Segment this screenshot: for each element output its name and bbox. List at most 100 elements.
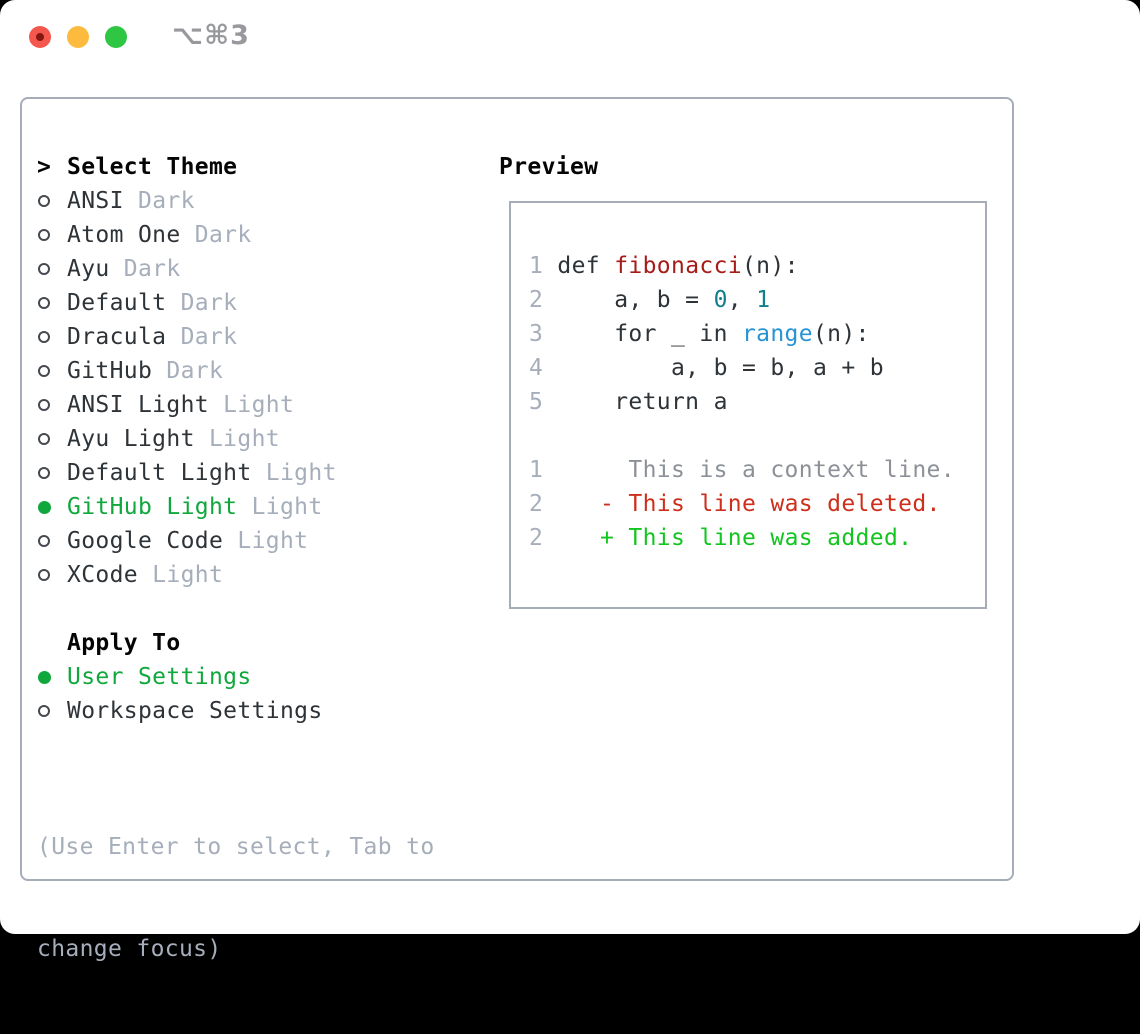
code-segment-linenum: 2 (529, 491, 543, 517)
code-segment-linenum: 1 (529, 457, 543, 483)
theme-option-label: Ayu (67, 256, 110, 282)
minimize-button[interactable] (67, 26, 89, 48)
preview-title: Preview (499, 150, 987, 184)
theme-option-label: GitHub (67, 358, 152, 384)
code-segment-context: This is a context line. (543, 457, 955, 483)
titlebar: ⌥⌘3 (0, 0, 1140, 74)
close-button[interactable] (29, 26, 51, 48)
radio-selected-icon (38, 671, 51, 684)
radio-unselected-icon (38, 433, 50, 445)
radio-unselected-icon (38, 297, 50, 309)
code-segment-linenum: 2 (529, 525, 543, 551)
code-line-6 (529, 419, 985, 453)
code-line-9: 2 + This line was added. (529, 521, 985, 555)
code-segment-linenum: 5 (529, 389, 543, 415)
radio-gutter (37, 501, 67, 514)
theme-variant-tag: Dark (124, 188, 195, 214)
theme-variant-tag: Dark (166, 324, 237, 350)
code-line-7: 1 This is a context line. (529, 453, 985, 487)
apply-to-header: Apply To (37, 626, 487, 660)
radio-unselected-icon (38, 263, 50, 275)
theme-variant-tag: Light (252, 460, 337, 486)
radio-gutter (37, 263, 67, 275)
code-segment-code (543, 525, 600, 551)
radio-unselected-icon (38, 365, 50, 377)
apply-to-title: Apply To (67, 630, 181, 656)
code-segment-code: (n): (813, 321, 870, 347)
radio-unselected-icon (38, 467, 50, 479)
hint-line-2: change focus) (37, 932, 487, 966)
code-segment-builtin: range (742, 321, 813, 347)
radio-unselected-icon (38, 195, 50, 207)
radio-gutter (37, 195, 67, 207)
theme-option-label: Default (67, 290, 166, 316)
theme-option-label: Ayu Light (67, 426, 195, 452)
code-segment-code: a, b = b, a + b (543, 355, 884, 381)
theme-option-default[interactable]: Default Dark (37, 286, 487, 320)
radio-unselected-icon (38, 569, 50, 581)
code-segment-code: for _ in (543, 321, 742, 347)
theme-variant-tag: Dark (110, 256, 181, 282)
radio-gutter (37, 535, 67, 547)
code-segment-function: fibonacci (614, 253, 742, 279)
theme-option-default-light[interactable]: Default Light Light (37, 456, 487, 490)
apply-option-label: Workspace Settings (67, 698, 323, 724)
code-line-1: 1 def fibonacci(n): (529, 249, 985, 283)
theme-option-label: XCode (67, 562, 138, 588)
code-segment-deleted: - This line was deleted. (600, 491, 941, 517)
radio-gutter (37, 433, 67, 445)
theme-variant-tag: Light (195, 426, 280, 452)
code-line-5: 5 return a (529, 385, 985, 419)
theme-variant-tag: Dark (166, 290, 237, 316)
theme-option-label: Default Light (67, 460, 252, 486)
theme-option-label: Atom One (67, 222, 181, 248)
radio-unselected-icon (38, 331, 50, 343)
theme-option-dracula[interactable]: Dracula Dark (37, 320, 487, 354)
code-segment-code: return a (543, 389, 728, 415)
radio-gutter (37, 705, 67, 717)
theme-variant-tag: Dark (152, 358, 223, 384)
radio-gutter (37, 365, 67, 377)
apply-option-user-settings[interactable]: User Settings (37, 660, 487, 694)
window-title-shortcut: ⌥⌘3 (172, 20, 250, 51)
code-segment-number: 1 (756, 287, 770, 313)
preview-column: Preview 1 def fibonacci(n):2 a, b = 0, 1… (499, 150, 987, 609)
theme-option-xcode[interactable]: XCode Light (37, 558, 487, 592)
theme-variant-tag: Dark (181, 222, 252, 248)
theme-option-label: ANSI Light (67, 392, 209, 418)
theme-option-github-light[interactable]: GitHub Light Light (37, 490, 487, 524)
radio-gutter (37, 399, 67, 411)
radio-gutter (37, 331, 67, 343)
code-segment-number: 0 (714, 287, 728, 313)
code-segment-linenum: 4 (529, 355, 543, 381)
zoom-button[interactable] (105, 26, 127, 48)
theme-option-label: Google Code (67, 528, 223, 554)
theme-option-ayu[interactable]: Ayu Dark (37, 252, 487, 286)
theme-option-ansi[interactable]: ANSI Dark (37, 184, 487, 218)
theme-option-atom-one[interactable]: Atom One Dark (37, 218, 487, 252)
theme-option-ansi-light[interactable]: ANSI Light Light (37, 388, 487, 422)
hint-line-1: (Use Enter to select, Tab to (37, 830, 487, 864)
select-theme-title: Select Theme (67, 154, 237, 180)
close-dot-icon (36, 33, 44, 41)
theme-option-label: ANSI (67, 188, 124, 214)
code-segment-linenum: 3 (529, 321, 543, 347)
theme-option-github[interactable]: GitHub Dark (37, 354, 487, 388)
code-line-8: 2 - This line was deleted. (529, 487, 985, 521)
keyboard-hint: (Use Enter to select, Tab to change focu… (37, 762, 487, 1034)
code-segment-linenum: 1 (529, 253, 543, 279)
theme-option-ayu-light[interactable]: Ayu Light Light (37, 422, 487, 456)
theme-option-label: Dracula (67, 324, 166, 350)
apply-option-label: User Settings (67, 664, 252, 690)
prompt-caret-icon: > (37, 154, 51, 180)
radio-gutter (37, 229, 67, 241)
theme-variant-tag: Light (237, 494, 322, 520)
theme-option-google-code[interactable]: Google Code Light (37, 524, 487, 558)
radio-unselected-icon (38, 535, 50, 547)
apply-option-workspace-settings[interactable]: Workspace Settings (37, 694, 487, 728)
radio-selected-icon (38, 501, 51, 514)
